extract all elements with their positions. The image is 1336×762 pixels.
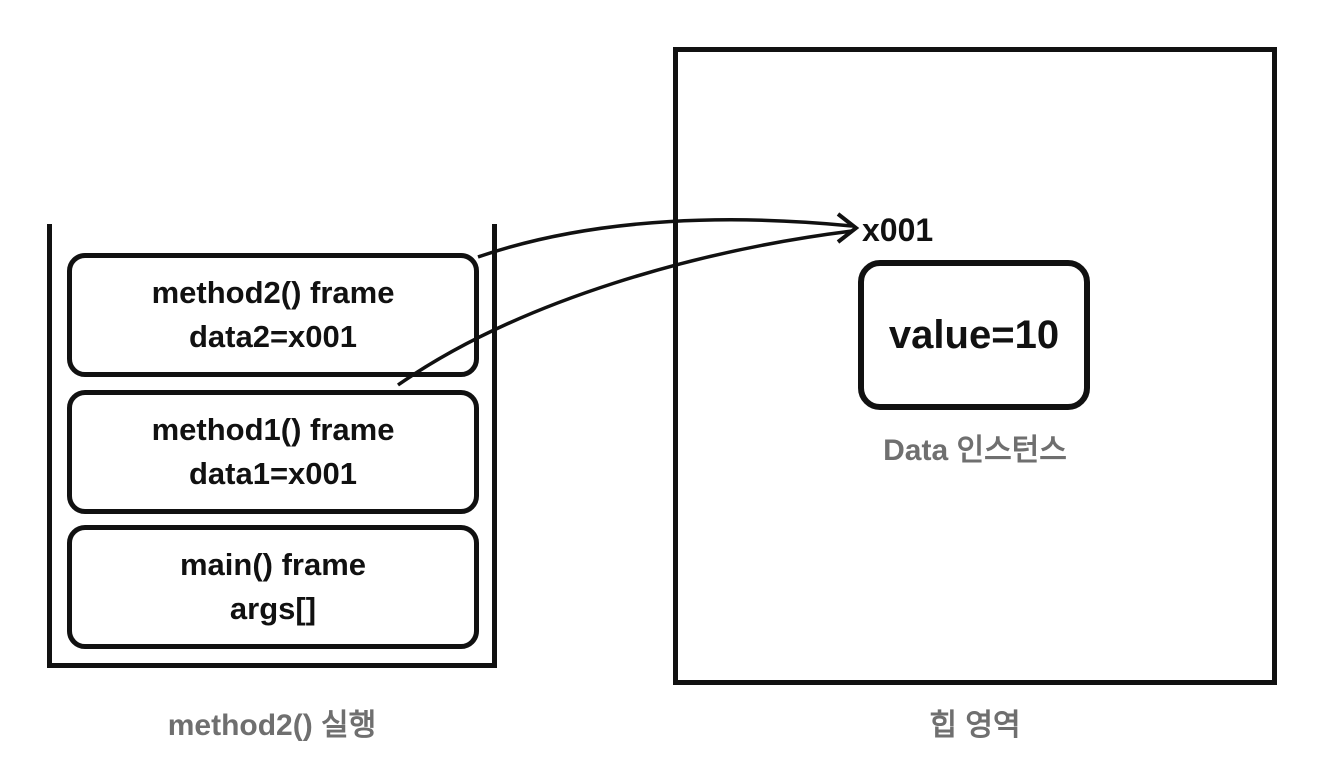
- data-instance-box: value=10: [858, 260, 1090, 410]
- instance-caption: Data 인스턴스: [883, 434, 1067, 467]
- method2-frame-variable: data2=x001: [188, 319, 358, 354]
- main-frame-variable: args[]: [229, 591, 317, 626]
- stack-caption: method2() 실행: [167, 709, 377, 742]
- stack-container: [47, 224, 497, 668]
- method1-frame-title: method1() frame: [151, 412, 395, 447]
- method2-frame: method2() frame data2=x001: [67, 253, 479, 377]
- method1-frame-variable: data1=x001: [188, 456, 358, 491]
- main-frame: main() frame args[]: [67, 525, 479, 649]
- instance-value: value=10: [888, 312, 1060, 357]
- reference-label: x001: [862, 212, 934, 248]
- heap-caption: 힙 영역: [929, 709, 1021, 742]
- method2-frame-title: method2() frame: [151, 275, 395, 310]
- method1-frame: method1() frame data1=x001: [67, 390, 479, 514]
- main-frame-title: main() frame: [179, 547, 367, 582]
